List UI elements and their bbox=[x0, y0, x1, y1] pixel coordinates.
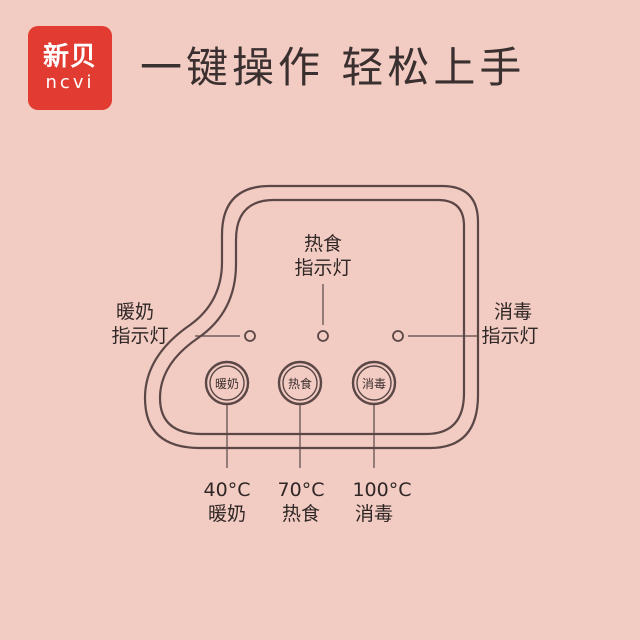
brand-logo: 新贝 ncvi bbox=[28, 26, 112, 110]
sterilize-button[interactable]: 消毒 bbox=[351, 360, 397, 406]
panel-outer-outline bbox=[143, 184, 480, 450]
warm-milk-button[interactable]: 暖奶 bbox=[204, 360, 250, 406]
warm-milk-mode-label: 暖奶 bbox=[208, 503, 246, 525]
sterilize-mode-label: 消毒 bbox=[355, 503, 393, 525]
warm-milk-indicator-label-1: 暖奶 bbox=[116, 301, 154, 323]
warm-milk-temp-label: 40°C bbox=[204, 479, 251, 501]
page-headline: 一键操作 轻松上手 bbox=[140, 43, 526, 92]
logo-english-text: ncvi bbox=[45, 72, 95, 93]
hot-food-indicator-label-1: 热食 bbox=[304, 233, 342, 255]
hot-food-button[interactable]: 热食 bbox=[277, 360, 323, 406]
panel-inner-outline bbox=[158, 198, 466, 436]
warm-milk-indicator-light bbox=[244, 330, 256, 342]
warm-milk-indicator-label-2: 指示灯 bbox=[111, 325, 168, 347]
sterilize-temp-label: 100°C bbox=[352, 479, 411, 501]
sterilize-indicator-light bbox=[392, 330, 404, 342]
hot-food-button-label: 热食 bbox=[288, 376, 312, 391]
hot-food-mode-label: 热食 bbox=[282, 503, 320, 525]
hot-food-indicator-light bbox=[317, 330, 329, 342]
sterilize-indicator-label-2: 指示灯 bbox=[481, 325, 538, 347]
hot-food-indicator-label-2: 指示灯 bbox=[294, 257, 351, 279]
warm-milk-button-label: 暖奶 bbox=[215, 377, 239, 391]
sterilize-button-label: 消毒 bbox=[362, 377, 386, 391]
sterilize-indicator-label-1: 消毒 bbox=[494, 301, 532, 323]
logo-chinese-text: 新贝 bbox=[42, 42, 97, 72]
hot-food-temp-label: 70°C bbox=[278, 479, 325, 501]
